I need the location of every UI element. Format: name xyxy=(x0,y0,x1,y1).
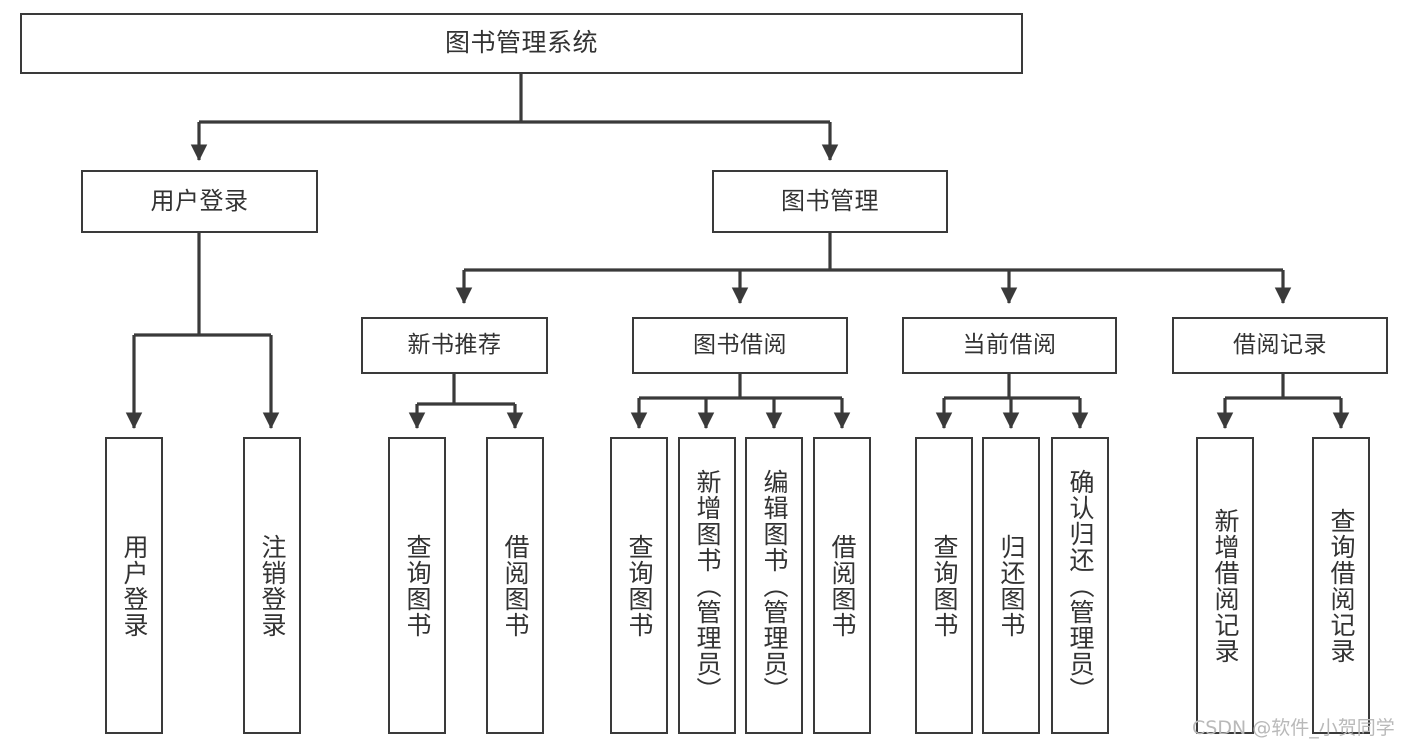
node-root-label: 图书管理系统 xyxy=(444,28,598,58)
node-book-borrow[interactable]: 图书借阅 xyxy=(632,317,848,374)
node-leaf-add-record-label: 新增借阅记录 xyxy=(1211,507,1240,664)
node-leaf-user-login-label: 用户登录 xyxy=(120,533,149,638)
node-leaf-edit-book-label: 编辑图书（管理员） xyxy=(760,468,789,703)
node-leaf-user-login[interactable]: 用户登录 xyxy=(105,437,163,734)
node-leaf-confirm-return-label: 确认归还（管理员） xyxy=(1066,468,1095,703)
node-book-borrow-label: 图书借阅 xyxy=(693,332,787,359)
node-leaf-query-record-label: 查询借阅记录 xyxy=(1327,507,1356,664)
node-leaf-query-book-2-label: 查询图书 xyxy=(625,533,654,638)
node-leaf-confirm-return[interactable]: 确认归还（管理员） xyxy=(1051,437,1109,734)
node-leaf-logout-label: 注销登录 xyxy=(258,533,287,638)
node-book-management[interactable]: 图书管理 xyxy=(712,170,948,233)
node-borrow-record[interactable]: 借阅记录 xyxy=(1172,317,1388,374)
node-book-management-label: 图书管理 xyxy=(781,186,879,215)
node-leaf-return-book-label: 归还图书 xyxy=(997,533,1026,638)
node-leaf-query-book-1[interactable]: 查询图书 xyxy=(388,437,446,734)
node-leaf-query-book-1-label: 查询图书 xyxy=(403,533,432,638)
node-leaf-logout[interactable]: 注销登录 xyxy=(243,437,301,734)
csdn-watermark: CSDN @软件_小贺同学 xyxy=(1192,717,1395,739)
node-leaf-query-book-3[interactable]: 查询图书 xyxy=(915,437,973,734)
node-root[interactable]: 图书管理系统 xyxy=(20,13,1023,74)
node-current-borrow-label: 当前借阅 xyxy=(962,332,1057,359)
node-user-login-label: 用户登录 xyxy=(150,186,249,215)
node-borrow-record-label: 借阅记录 xyxy=(1233,332,1327,359)
node-leaf-add-book-label: 新增图书（管理员） xyxy=(693,468,722,703)
node-new-book-recommend[interactable]: 新书推荐 xyxy=(361,317,548,374)
node-leaf-query-book-2[interactable]: 查询图书 xyxy=(610,437,668,734)
node-leaf-query-record[interactable]: 查询借阅记录 xyxy=(1312,437,1370,734)
node-leaf-borrow-book-2[interactable]: 借阅图书 xyxy=(813,437,871,734)
node-leaf-borrow-book-1[interactable]: 借阅图书 xyxy=(486,437,544,734)
node-leaf-return-book[interactable]: 归还图书 xyxy=(982,437,1040,734)
node-leaf-borrow-book-1-label: 借阅图书 xyxy=(501,533,530,638)
node-leaf-add-book[interactable]: 新增图书（管理员） xyxy=(678,437,736,734)
node-leaf-edit-book[interactable]: 编辑图书（管理员） xyxy=(745,437,803,734)
node-new-book-recommend-label: 新书推荐 xyxy=(407,332,502,359)
node-user-login[interactable]: 用户登录 xyxy=(81,170,318,233)
node-leaf-query-book-3-label: 查询图书 xyxy=(930,533,959,638)
node-current-borrow[interactable]: 当前借阅 xyxy=(902,317,1117,374)
node-leaf-borrow-book-2-label: 借阅图书 xyxy=(828,533,857,638)
node-leaf-add-record[interactable]: 新增借阅记录 xyxy=(1196,437,1254,734)
